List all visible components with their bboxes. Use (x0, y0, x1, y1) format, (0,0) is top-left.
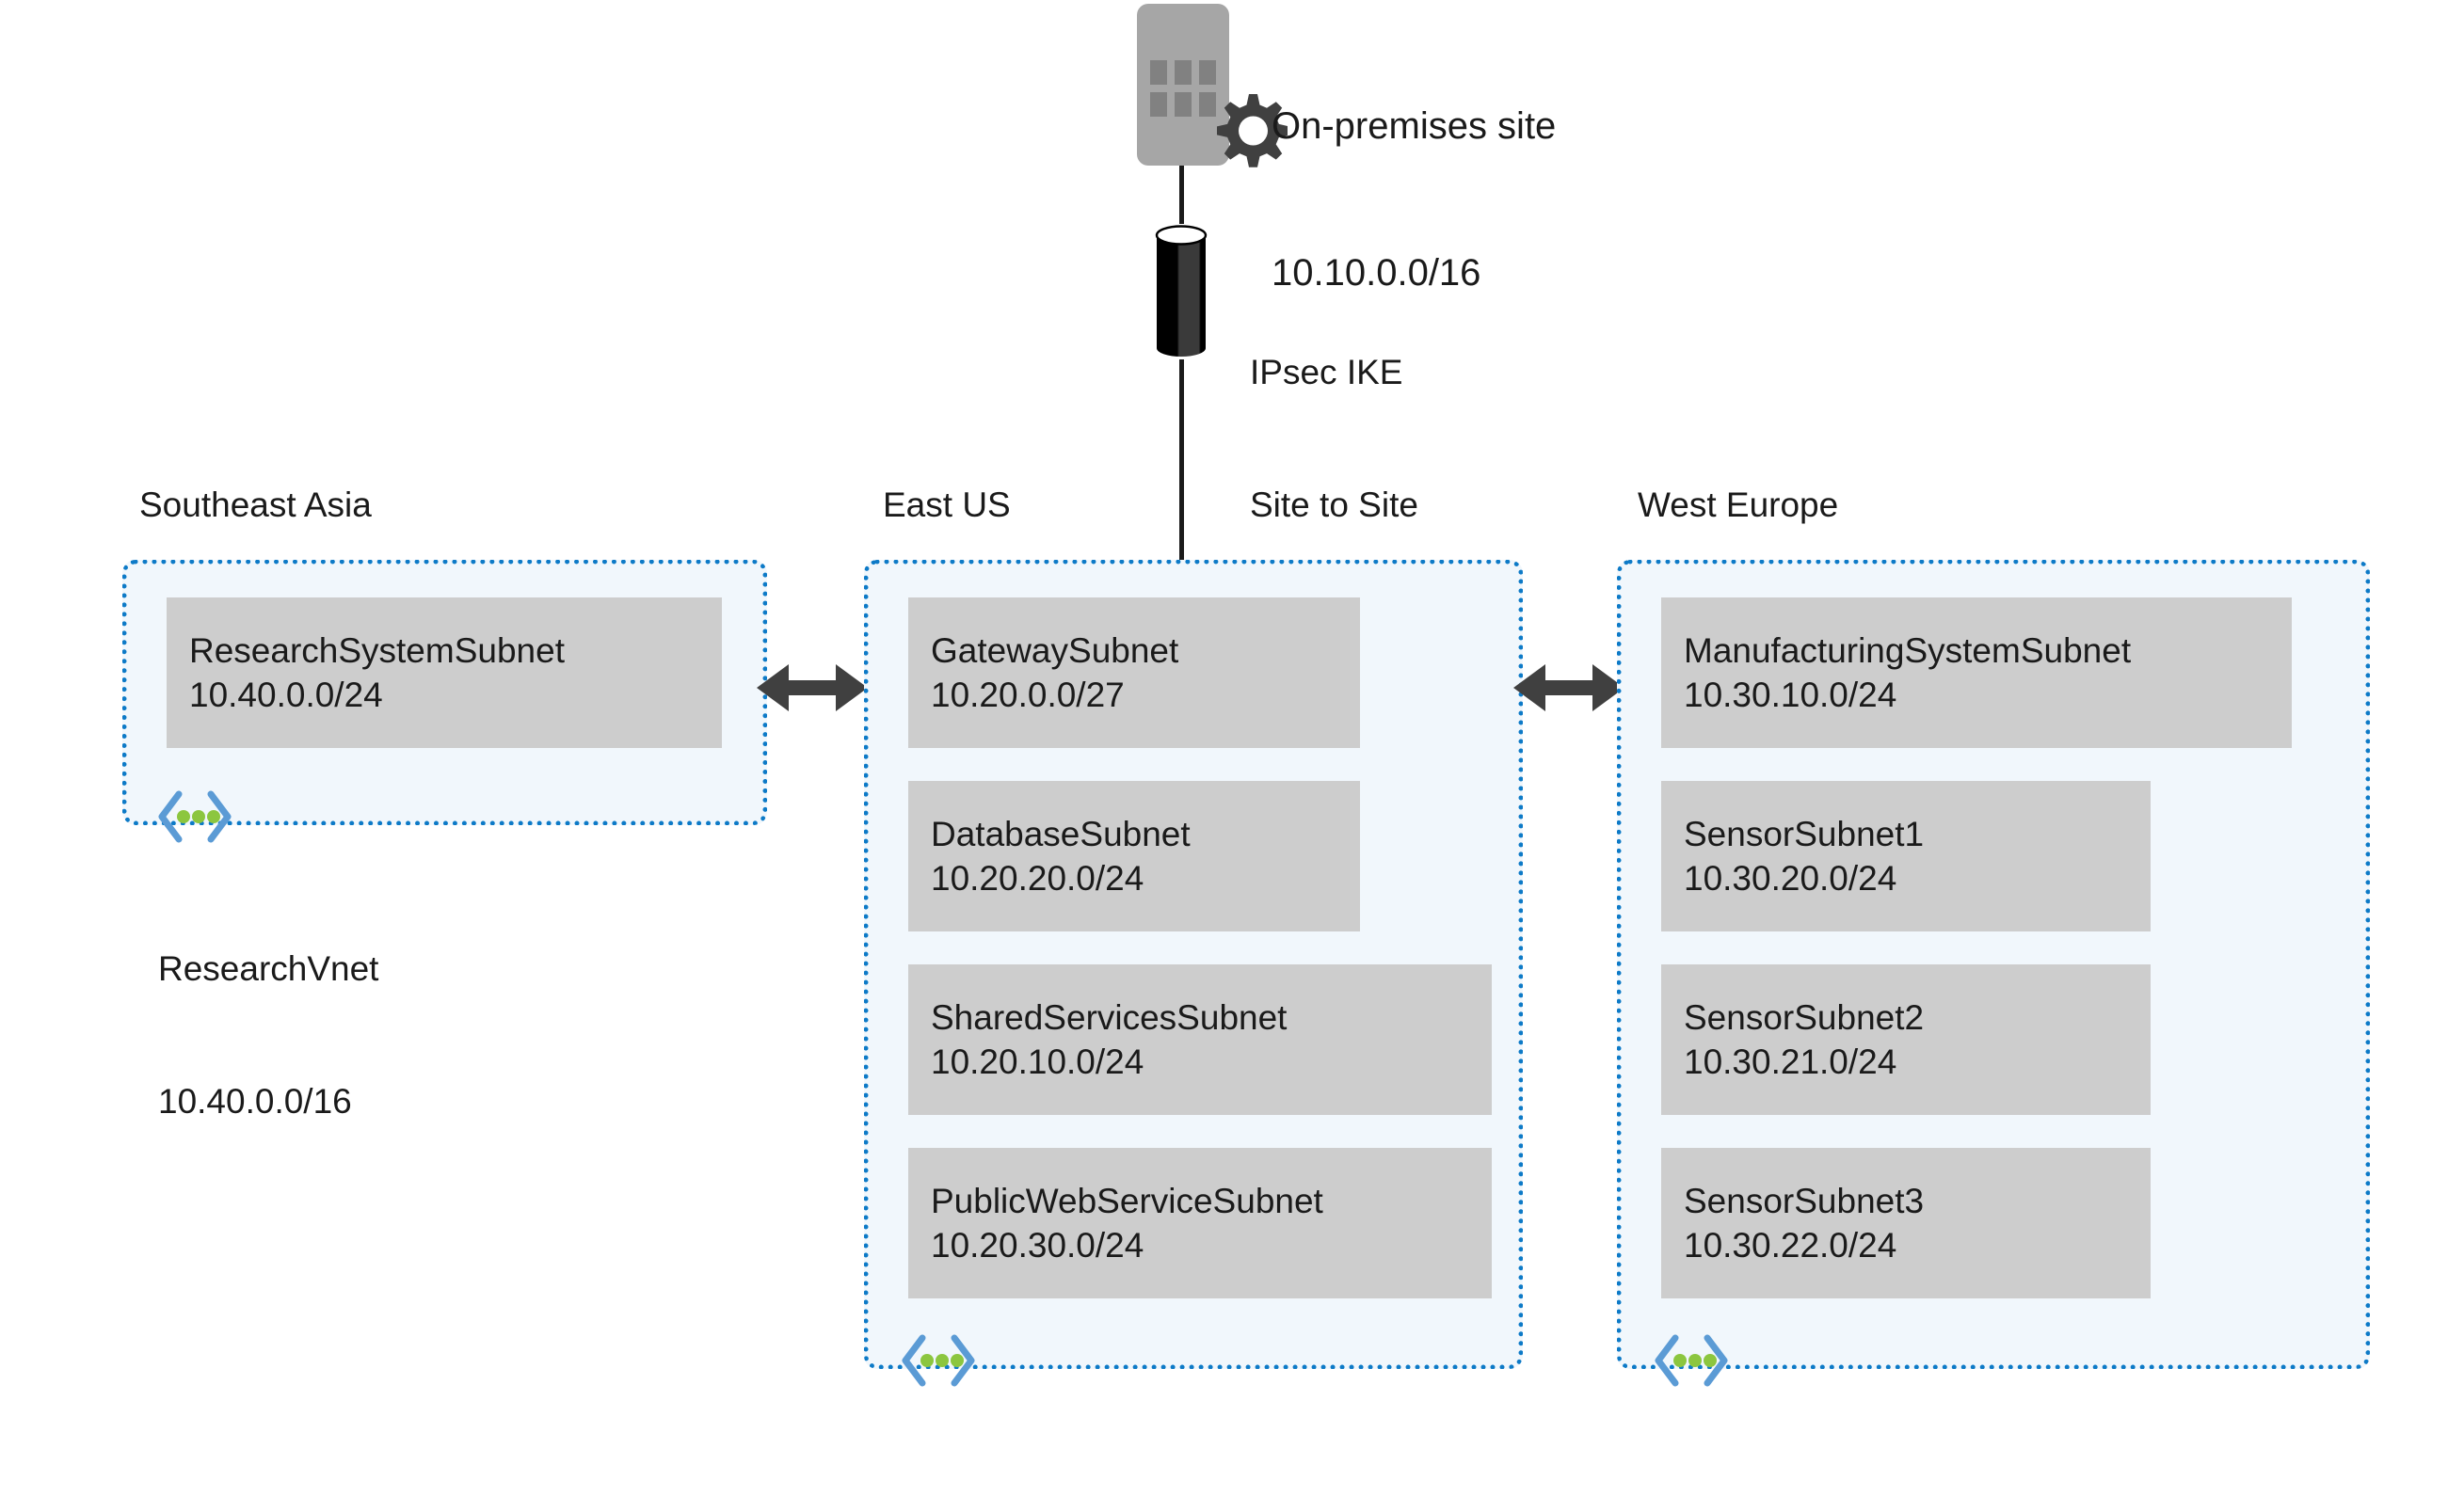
vpn-line-upper (1179, 166, 1184, 224)
vnet-name: ManufacturingVnet (1655, 1490, 1947, 1496)
region-label-west-europe: West Europe (1638, 485, 1839, 524)
vnet-name: ResearchVnet (158, 949, 379, 988)
on-premises-address-space: 10.10.0.0/16 (1272, 252, 1481, 294)
vnet-address-space: 10.40.0.0/16 (158, 1082, 352, 1121)
vpn-tunnel-line-2: Site to Site (1250, 485, 1418, 524)
virtual-network-icon-manufacturing (1655, 1334, 1728, 1387)
region-label-southeast-asia: Southeast Asia (139, 485, 372, 524)
on-premises-name: On-premises site (1272, 105, 1557, 147)
vnet-peering-arrow-east-us-west-europe (1513, 664, 1624, 711)
vpn-tunnel-cylinder-icon (1155, 225, 1208, 357)
region-label-east-us: East US (883, 485, 1011, 524)
vnet-caption-manufacturing: ManufacturingVnet 10.30.0.0/16 (1655, 1402, 1947, 1496)
on-premises-server-icon (1137, 4, 1229, 166)
vnet-caption-core-services: CoreServicesVnet 10.20.0.0/16 (902, 1402, 1182, 1496)
vnet-caption-research: ResearchVnet 10.40.0.0/16 (158, 858, 378, 1212)
gear-icon (1217, 94, 1288, 167)
vnet-peering-arrow-southeast-asia-east-us (757, 664, 868, 711)
vpn-line-lower (1179, 359, 1184, 563)
vpn-tunnel-line-1: IPsec IKE (1250, 353, 1403, 391)
server-window-grid (1150, 60, 1216, 117)
virtual-network-icon-core-services (902, 1334, 975, 1387)
on-premises-label: On-premises site 10.10.0.0/16 (1272, 4, 1556, 395)
virtual-network-icon-research (158, 790, 232, 843)
vnet-name: CoreServicesVnet (902, 1490, 1182, 1496)
